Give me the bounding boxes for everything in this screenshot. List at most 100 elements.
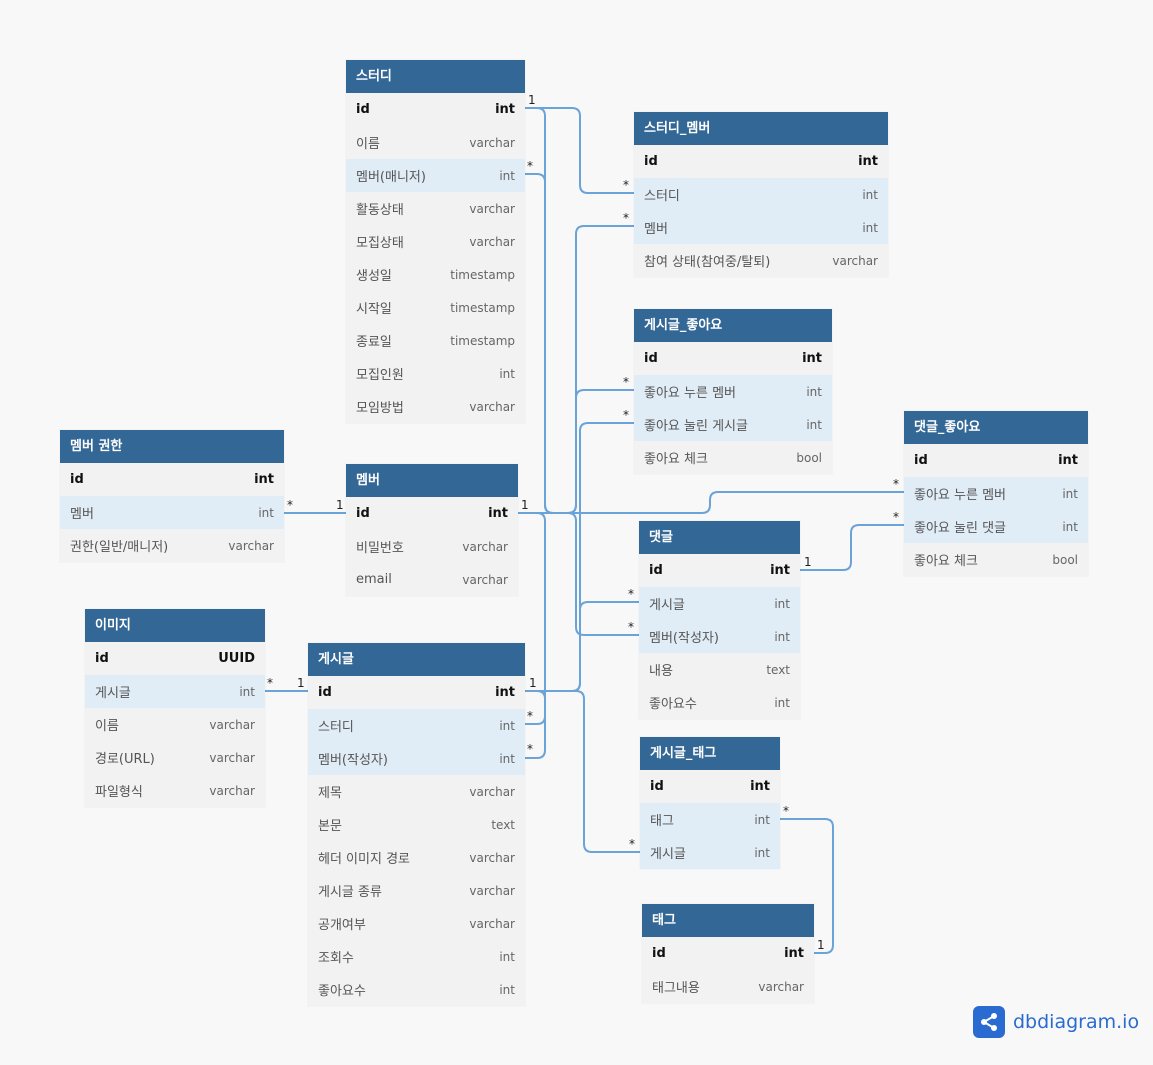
field-type: int [258, 505, 274, 520]
table-title[interactable]: 이미지 [85, 609, 265, 642]
field-row[interactable]: 참여 상태(참여중/탈퇴)varchar [634, 244, 888, 277]
table-title[interactable]: 게시글_태그 [640, 737, 780, 770]
table-title[interactable]: 멤버 [346, 464, 518, 497]
table-title[interactable]: 댓글 [639, 521, 800, 554]
table-title[interactable]: 태그 [642, 904, 814, 937]
field-row[interactable]: 경로(URL)varchar [85, 741, 265, 774]
field-type: varchar [832, 253, 878, 268]
relationship-line[interactable] [518, 512, 639, 636]
relationship-line[interactable] [518, 491, 904, 514]
field-row[interactable]: 멤버(매니저)int [346, 159, 525, 192]
field-row[interactable]: 멤버(작성자)int [308, 742, 525, 775]
field-type: int [254, 472, 274, 487]
relationship-line[interactable] [525, 690, 546, 725]
relationship-line[interactable] [525, 107, 634, 194]
field-name: id [652, 946, 666, 961]
table-title[interactable]: 게시글 [308, 643, 525, 676]
field-row[interactable]: 권한(일반/매니저)varchar [60, 529, 284, 562]
relationship-line[interactable] [525, 690, 640, 853]
field-name: 시작일 [356, 302, 392, 317]
relationship-line[interactable] [525, 107, 554, 514]
table-title[interactable]: 멤버 권한 [60, 430, 284, 463]
relationship-line[interactable] [525, 601, 639, 692]
dbdiagram-logo[interactable]: dbdiagram.io [973, 1006, 1139, 1038]
relationship-line[interactable] [518, 389, 634, 514]
table-title[interactable]: 스터디 [346, 60, 525, 93]
table-title[interactable]: 게시글_좋아요 [634, 309, 832, 342]
table-title[interactable]: 댓글_좋아요 [904, 411, 1088, 444]
cardinality-label: * [893, 477, 899, 491]
field-name: 태그내용 [652, 981, 700, 996]
relationship-line[interactable] [525, 422, 634, 692]
cardinality-label: * [893, 510, 899, 524]
relationship-line[interactable] [518, 225, 634, 514]
field-name: 좋아요 눌린 게시글 [644, 419, 748, 434]
relationship-line[interactable] [800, 524, 904, 571]
table-title[interactable]: 스터디_멤버 [634, 112, 888, 145]
cardinality-label: * [629, 837, 635, 851]
field-type: int [862, 187, 878, 202]
field-type: varchar [462, 539, 508, 554]
field-row[interactable]: 멤버(작성자)int [639, 620, 800, 653]
